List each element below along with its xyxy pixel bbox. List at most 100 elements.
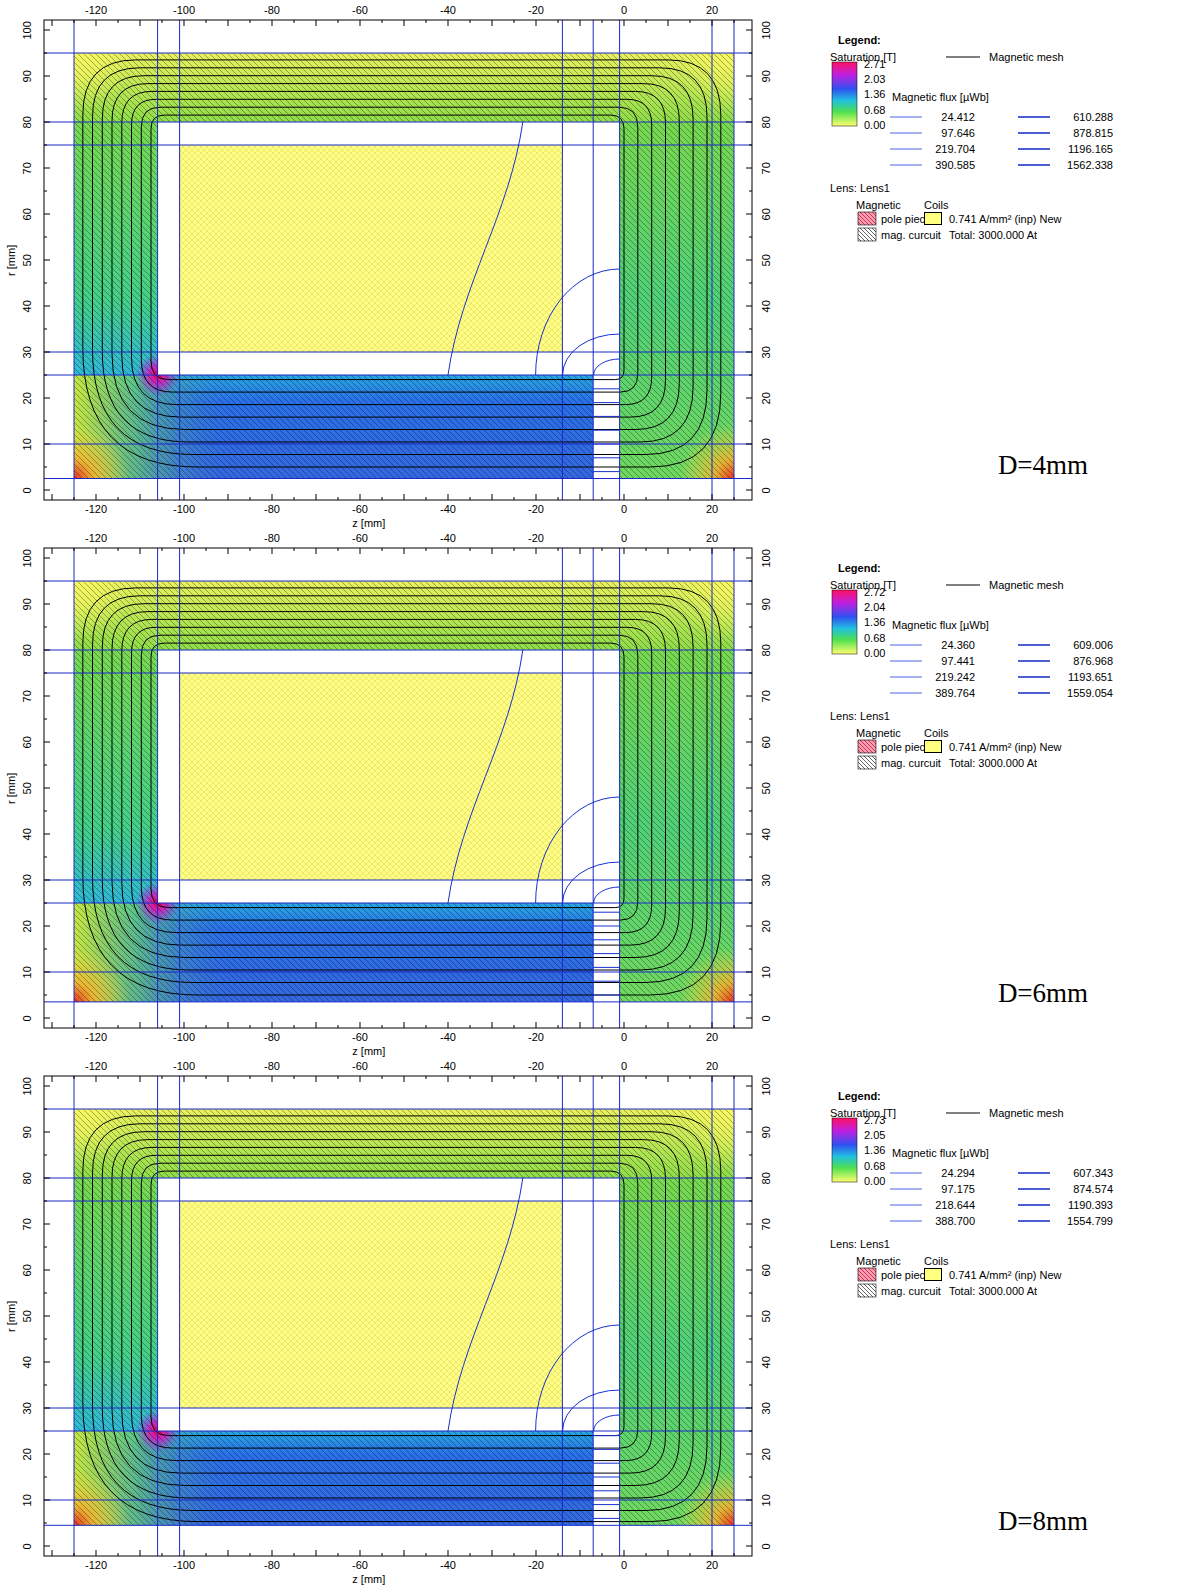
axis-tick-label: 10 [760, 438, 773, 450]
tick-mark [749, 1247, 752, 1248]
tick-mark [746, 1454, 752, 1455]
axis-tick-label: -120 [85, 532, 107, 545]
tick-mark [404, 494, 405, 500]
tick-mark [746, 926, 752, 927]
scale-value: 0.00 [864, 119, 885, 132]
gap-flux-line [593, 995, 619, 996]
legend-heading: Lens: Lens1 [830, 710, 890, 723]
tick-mark [44, 1431, 47, 1432]
tick-mark [749, 995, 752, 996]
tick-mark [118, 1025, 119, 1028]
tick-mark [668, 1076, 669, 1082]
mesh-line-sample [946, 57, 980, 58]
tick-mark [44, 329, 47, 330]
air-flux-line [448, 122, 523, 375]
axis-tick-label: 80 [21, 644, 34, 656]
axis-tick-label: 20 [706, 1559, 718, 1572]
tick-mark [749, 1431, 752, 1432]
flux-line [83, 1116, 721, 1522]
axis-tick-label: 50 [21, 254, 34, 266]
tick-mark [272, 1550, 273, 1556]
tick-mark [734, 1076, 735, 1079]
tick-mark [746, 1178, 752, 1179]
flux-line-sample [890, 645, 922, 646]
legend-heading: Saturation [T] [830, 579, 896, 592]
tick-mark [690, 1553, 691, 1556]
iron-hatching [74, 581, 734, 1002]
tick-mark [272, 548, 273, 554]
tick-mark [74, 1076, 75, 1079]
tick-mark [668, 548, 669, 554]
axis-tick-label: 40 [21, 300, 34, 312]
axis-tick-label: 40 [760, 828, 773, 840]
flux-line [83, 60, 721, 467]
plot-frame [44, 1076, 752, 1556]
scale-value: 0.00 [864, 647, 885, 660]
flux-line [112, 1140, 679, 1486]
tick-mark [52, 1550, 53, 1556]
lens-plot [14, 1049, 794, 1580]
tick-mark [426, 20, 427, 23]
mesh-line [44, 1431, 752, 1432]
mesh-line [179, 548, 180, 1028]
mesh-line [593, 548, 594, 1028]
tick-mark [44, 1224, 50, 1225]
tick-mark [746, 788, 752, 789]
tick-mark [162, 548, 163, 551]
flux-line-sample [890, 1189, 922, 1190]
tick-mark [316, 548, 317, 554]
axis-tick-label: 0 [21, 1015, 34, 1021]
axis-tick-label: -40 [440, 1060, 456, 1073]
scale-value: 2.71 [864, 58, 885, 71]
tick-mark [514, 1076, 515, 1079]
axis-title: z [mm] [352, 1573, 385, 1586]
tick-mark [749, 1155, 752, 1156]
mesh-line [44, 375, 752, 376]
legend-value: 1554.799 [1067, 1215, 1113, 1228]
tick-mark [44, 581, 47, 582]
tick-mark [360, 548, 361, 554]
tick-mark [536, 1022, 537, 1028]
tick-mark [602, 1025, 603, 1028]
tick-mark [44, 1408, 50, 1409]
tick-mark [668, 1022, 669, 1028]
axis-tick-label: 60 [760, 208, 773, 220]
legend-value: 390.585 [935, 159, 975, 172]
legend-heading: Lens: Lens1 [830, 1238, 890, 1251]
tick-mark [162, 1025, 163, 1028]
flux-line [102, 76, 693, 442]
tick-mark [44, 1178, 50, 1179]
tick-mark [746, 1500, 752, 1501]
tick-mark [74, 20, 75, 23]
axis-tick-label: 50 [760, 254, 773, 266]
axis-tick-label: 100 [760, 1077, 773, 1095]
axis-tick-label: 0 [621, 1559, 627, 1572]
tick-mark [749, 1293, 752, 1294]
legend-value: 24.294 [941, 1167, 975, 1180]
axis-tick-label: -20 [528, 1559, 544, 1572]
mesh-line [44, 1525, 752, 1526]
tick-mark [44, 719, 47, 720]
gap-flux-line [593, 912, 619, 913]
flux-line [122, 1147, 666, 1473]
tick-mark [712, 1022, 713, 1028]
legend-value: 607.343 [1073, 1167, 1113, 1180]
tick-mark [580, 548, 581, 554]
tick-mark [118, 497, 119, 500]
axis-tick-label: -60 [352, 532, 368, 545]
axis-tick-label: -120 [85, 1060, 107, 1073]
axis-title: z [mm] [352, 517, 385, 530]
tick-mark [272, 1076, 273, 1082]
flux-line-sample [1018, 148, 1050, 150]
tick-mark [746, 122, 752, 123]
axis-tick-label: 20 [706, 532, 718, 545]
axis-tick-label: -100 [173, 4, 195, 17]
axis-tick-label: 0 [621, 532, 627, 545]
axis-tick-label: -120 [85, 4, 107, 17]
tick-mark [162, 1076, 163, 1079]
legend-value: 1190.393 [1068, 1199, 1113, 1212]
magnetic-circuit-swatch [858, 1284, 876, 1297]
gap-flux-line [593, 402, 619, 403]
tick-mark [44, 306, 50, 307]
tick-mark [426, 548, 427, 551]
